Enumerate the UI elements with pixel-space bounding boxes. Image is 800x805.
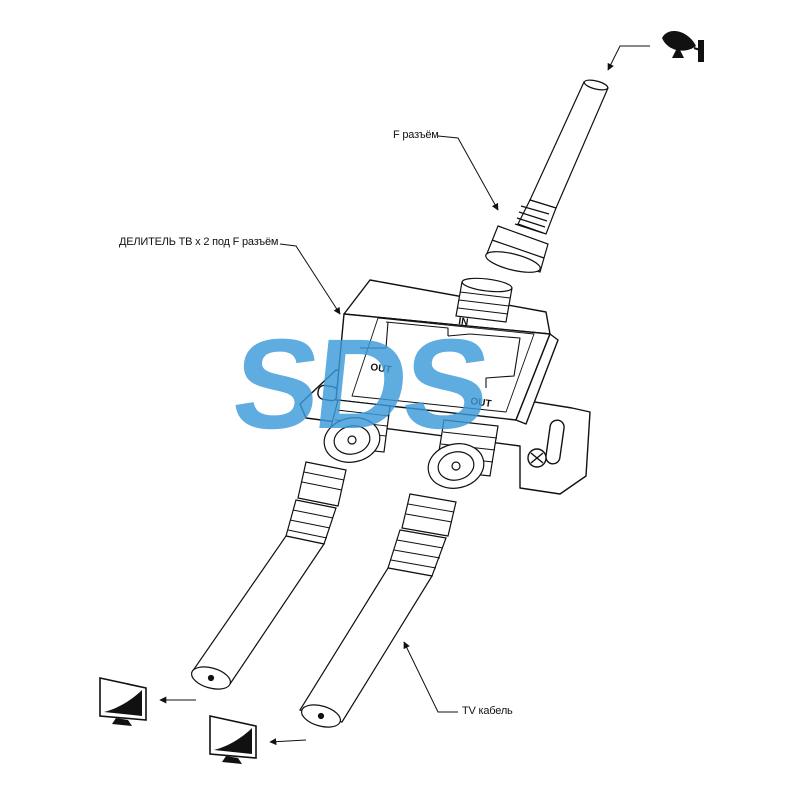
satellite-dish-icon [662, 31, 704, 62]
port-label-out-left: OUT [370, 362, 392, 376]
label-tv-cable: TV кабель [462, 705, 513, 717]
port-label-in: IN [458, 316, 469, 328]
output-port-right [427, 419, 499, 489]
output-cable-right [299, 493, 457, 728]
tv-icon [99, 677, 147, 726]
label-splitter: ДЕЛИТЕЛЬ ТВ х 2 под F разъём [119, 236, 279, 248]
input-port [455, 277, 513, 323]
output-port-left [323, 399, 391, 463]
port-label-out-right: OUT [470, 396, 492, 410]
label-f-connector: F разъём [393, 129, 439, 141]
input-cable [485, 79, 609, 273]
tv-icon [209, 715, 257, 764]
output-cable-left [190, 461, 347, 690]
leader-lines [159, 45, 650, 746]
watermark: SDS [226, 313, 492, 456]
